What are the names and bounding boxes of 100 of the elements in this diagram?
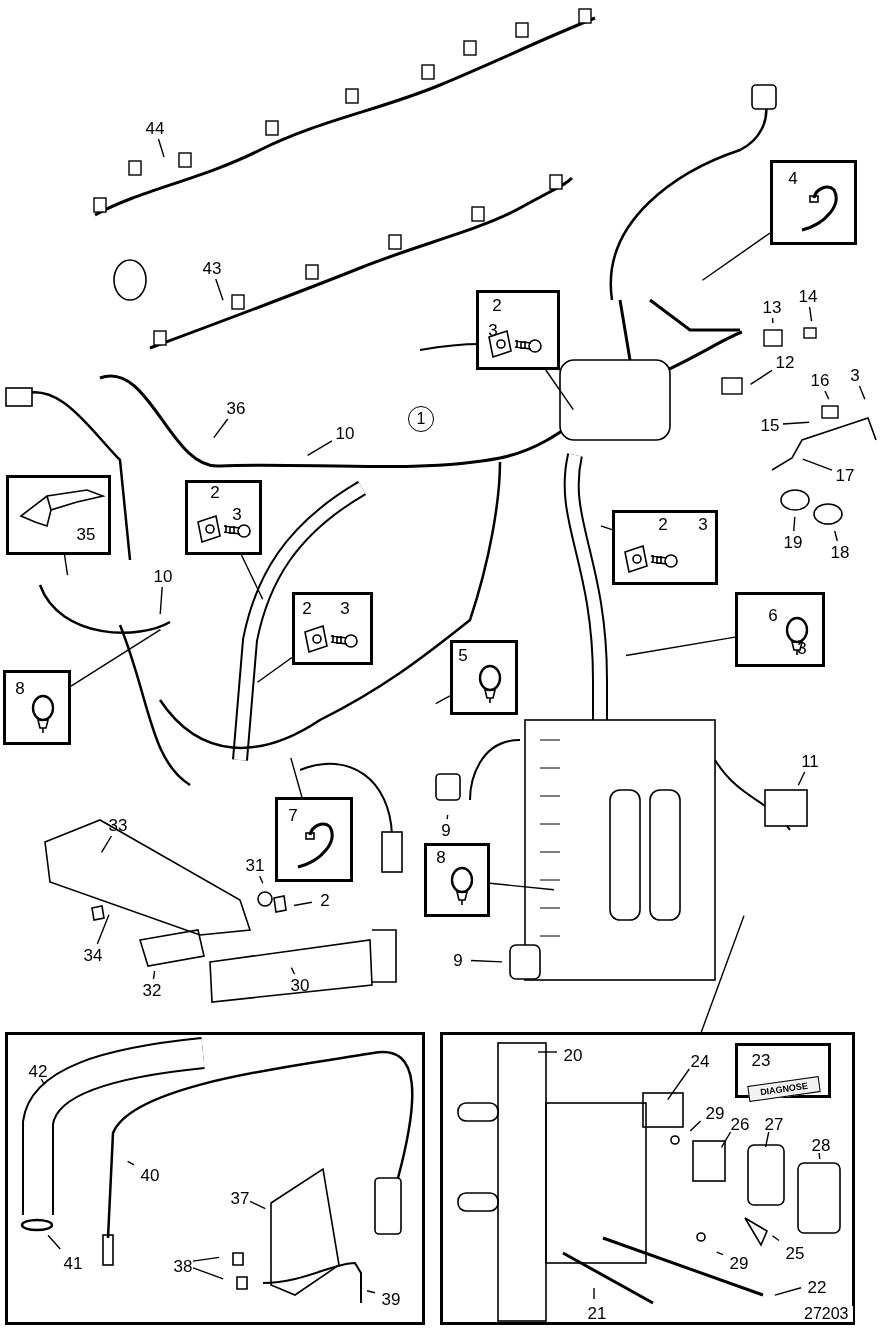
callout-number: 27 (761, 1113, 787, 1135)
callout-number: 35 (75, 523, 97, 545)
leader-line (259, 875, 264, 884)
callout-number: 10 (332, 422, 358, 444)
callout-number: 19 (780, 531, 806, 553)
inset-box (770, 160, 857, 245)
leader-line (192, 1256, 220, 1262)
leader-line (824, 390, 830, 400)
callout-number: 3 (697, 513, 709, 535)
leader-line (771, 1235, 780, 1242)
inset-box (292, 592, 373, 665)
inset-box (6, 475, 111, 555)
callout-number: 26 (727, 1113, 753, 1135)
callout-number: 38 (170, 1255, 196, 1277)
callout-number: 42 (25, 1060, 51, 1082)
leader-line (764, 1131, 770, 1148)
callout-number: 12 (772, 351, 798, 373)
callout-number: 2 (312, 889, 338, 911)
callout-number: 14 (795, 285, 821, 307)
leader-line (782, 421, 810, 425)
callout-number: 2 (491, 294, 503, 316)
leader-line (126, 1160, 135, 1166)
callout-number: 44 (142, 117, 168, 139)
callout-number: 2 (209, 481, 221, 503)
callout-number: 9 (445, 949, 471, 971)
leader-line (749, 369, 773, 386)
inset-box (450, 640, 518, 715)
label-plate: DIAGNOSE (747, 1076, 821, 1102)
leader-line (793, 516, 796, 532)
leader-line (797, 771, 806, 786)
circled-number: 1 (408, 406, 434, 432)
callout-number: 2 (657, 513, 669, 535)
leader-line (470, 959, 503, 963)
leader-line (771, 317, 774, 324)
callout-number: 15 (757, 414, 783, 436)
callout-number: 16 (807, 369, 833, 391)
callout-number: 10 (150, 565, 176, 587)
leader-line (213, 418, 229, 439)
callout-number: 3 (339, 597, 351, 619)
callout-number: 3 (796, 637, 808, 659)
leader-line (290, 966, 296, 975)
callout-number: 25 (782, 1242, 808, 1264)
callout-number: 20 (560, 1044, 586, 1066)
inset-box (476, 290, 560, 370)
callout-number: 3 (231, 503, 243, 525)
callout-number: 40 (137, 1164, 163, 1186)
leader-line (689, 1120, 702, 1132)
leader-line (720, 1131, 732, 1149)
leader-line (802, 458, 833, 471)
callout-number: 7 (287, 804, 299, 826)
callout-number: 24 (687, 1050, 713, 1072)
callout-number: 36 (223, 397, 249, 419)
callout-number: 6 (767, 604, 779, 626)
leader-line (818, 1152, 821, 1160)
callout-number: 4 (787, 167, 799, 189)
leader-line (834, 530, 838, 542)
callout-number: 28 (808, 1134, 834, 1156)
callout-number: 9 (433, 819, 459, 841)
leader-line (192, 1267, 224, 1280)
callout-number: 11 (797, 750, 823, 772)
leader-line (293, 901, 313, 907)
callout-number: 21 (584, 1302, 610, 1324)
callout-number: 3 (842, 364, 868, 386)
callout-number: 31 (242, 854, 268, 876)
inset-box (424, 843, 490, 917)
leader-line (774, 1287, 802, 1296)
callout-number: 41 (60, 1252, 86, 1274)
callout-number: 5 (457, 644, 469, 666)
callout-number: 8 (14, 677, 26, 699)
inset-box (185, 480, 262, 555)
leader-line (808, 306, 813, 322)
leader-line (667, 1068, 690, 1101)
callout-number: 30 (287, 974, 313, 996)
inset-box (3, 670, 71, 745)
leader-line (96, 914, 110, 945)
callout-number: 3 (487, 319, 499, 341)
callout-number: 32 (139, 979, 165, 1001)
leader-line (47, 1234, 61, 1250)
leader-line (366, 1290, 376, 1294)
inset-box (612, 510, 718, 585)
inset-box (735, 592, 825, 667)
inset-box (275, 797, 353, 882)
callout-number: 29 (702, 1102, 728, 1124)
leader-line (100, 835, 113, 854)
leader-line (716, 1251, 724, 1256)
callout-number: 29 (726, 1252, 752, 1274)
leader-line (215, 278, 224, 301)
callout-number: 43 (199, 257, 225, 279)
callout-number: 8 (435, 846, 447, 868)
leader-line (157, 138, 165, 158)
callout-number: 34 (80, 944, 106, 966)
leader-line (152, 970, 156, 980)
callout-number: 18 (827, 541, 853, 563)
callout-number: 22 (804, 1276, 830, 1298)
leader-line (249, 1200, 266, 1210)
callout-number: 33 (105, 814, 131, 836)
leader-line (858, 385, 866, 400)
leader-line (306, 440, 333, 457)
callout-number: 37 (227, 1187, 253, 1209)
callout-number: 13 (759, 296, 785, 318)
